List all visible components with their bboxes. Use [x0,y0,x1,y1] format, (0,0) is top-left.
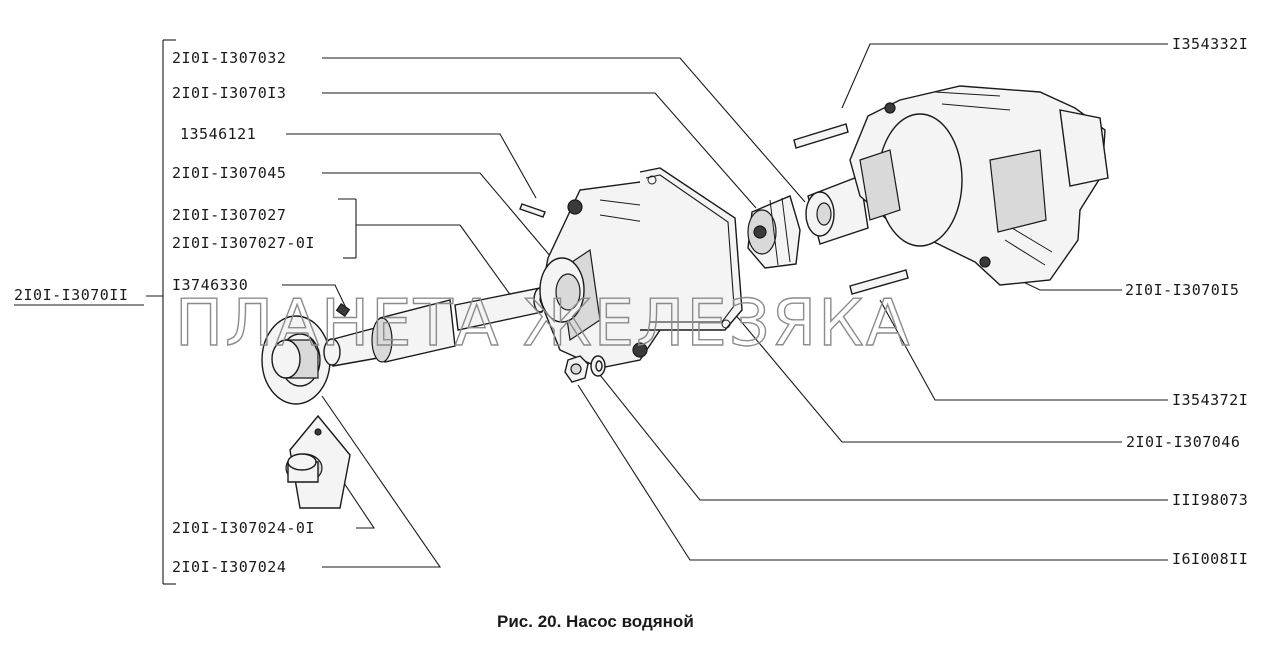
label-16100811: I6I008II [1172,550,1248,568]
assembly-part-number: 2I0I-I3070II [14,286,128,304]
label-2101-1307015: 2I0I-I3070I5 [1125,281,1239,299]
pump-cover-part [539,181,668,369]
stud-upper-part [793,123,849,149]
leader-lines [282,43,1168,568]
hub-variant-part [285,414,351,509]
label-13746330: I3746330 [172,276,248,294]
stud-lower-part [849,269,909,295]
variant-bracket [338,198,460,259]
pulley-hub-part [261,315,331,405]
label-2101-1307024-01: 2I0I-I307024-0I [172,519,315,537]
label-2101-1307045: 2I0I-I307045 [172,164,286,182]
watermark-text: ПЛАНЕТА ЖЕЛЕЗЯКА [175,287,911,361]
label-2101-1307027-01: 2I0I-I307027-0I [172,234,315,252]
label-2101-1307024: 2I0I-I307024 [172,558,286,576]
shaft-bearing-part [323,287,547,367]
label-11198073: III98073 [1172,491,1248,509]
label-2101-1307032: 2I0I-I307032 [172,49,286,67]
label-13543321: I354332I [1172,35,1248,53]
gasket-part [639,167,743,331]
label-13543721: I354372I [1172,391,1248,409]
stud-small-part [519,203,546,218]
right-labels: I354332I 2I0I-I3070I5 I354372I 2I0I-I307… [1125,35,1248,568]
washer-part [590,355,606,377]
impeller-part [747,195,801,269]
key-part [335,303,351,317]
figure-caption: Рис. 20. Насос водяной [497,612,694,631]
left-labels: 2I0I-I307032 2I0I-I3070I3 13546121 2I0I-… [172,49,315,576]
label-13546121: 13546121 [180,125,256,143]
label-2101-1307046: 2I0I-I307046 [1126,433,1240,451]
assembly-bracket [146,39,176,585]
pump-housing-part [849,85,1109,286]
label-2101-1307027: 2I0I-I307027 [172,206,286,224]
nut-part [564,355,589,383]
label-2101-1307013: 2I0I-I3070I3 [172,84,286,102]
seal-part [805,175,869,245]
